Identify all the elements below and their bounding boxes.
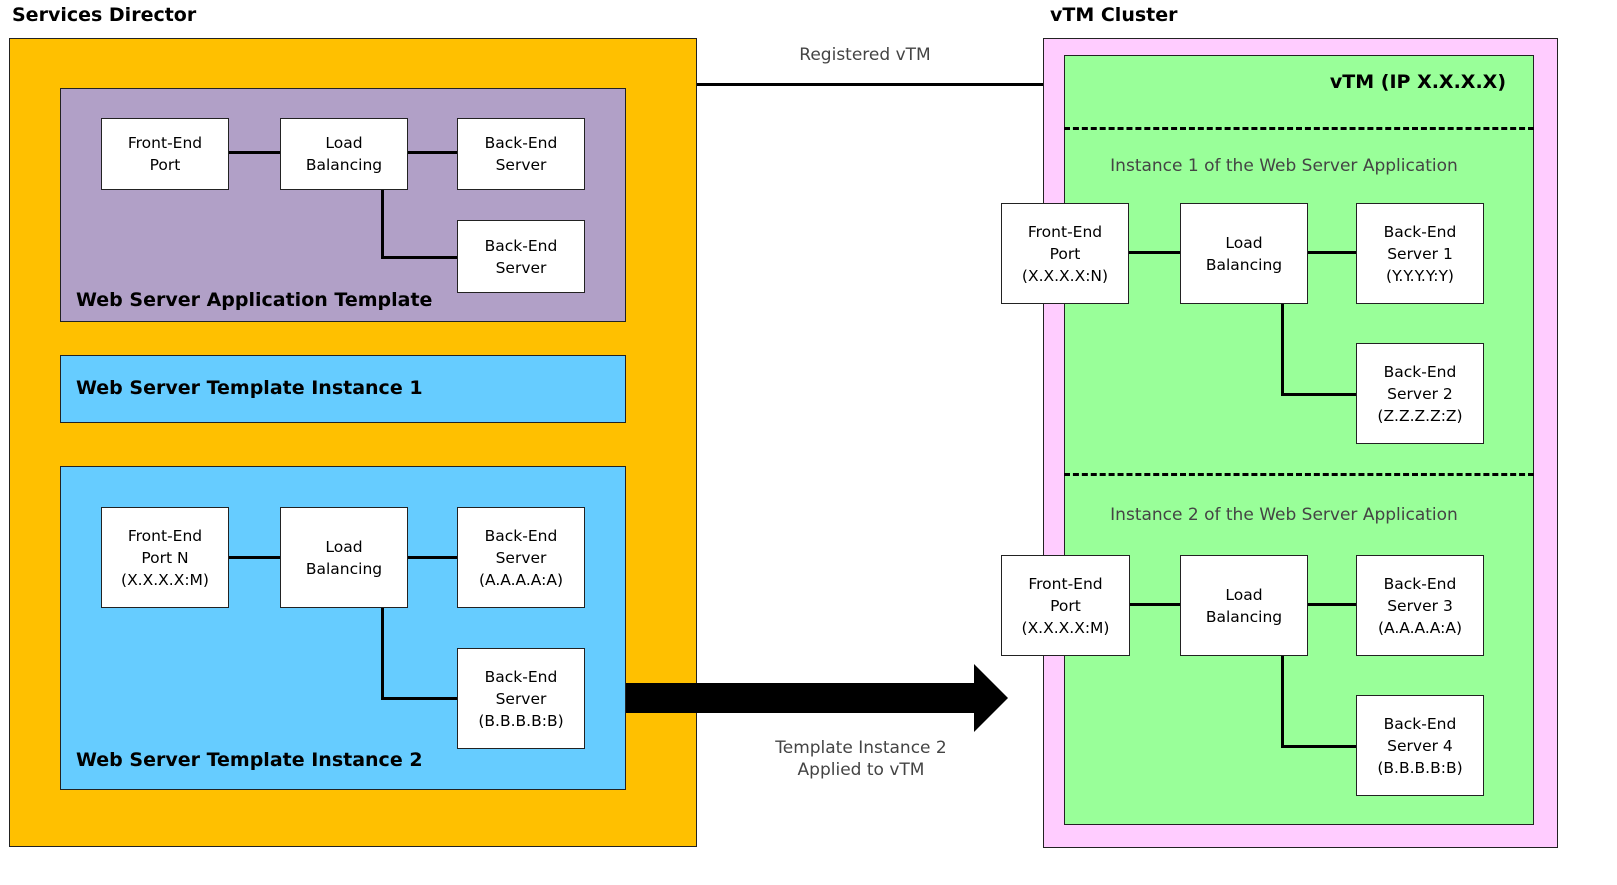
application-template-title: Web Server Application Template: [76, 289, 433, 311]
vtm-front-end-port-node: Front-End Port (X.X.X.X:N): [1001, 203, 1129, 304]
instance-2-back-end-server-node: Back-End Server (B.B.B.B:B): [457, 648, 585, 749]
vtm-back-end-server-1-node: Back-End Server 1 (Y.Y.Y.Y:Y): [1356, 203, 1484, 304]
instance-2-front-end-port-node: Front-End Port N (X.X.X.X:M): [101, 507, 229, 608]
vtm-back-end-server-4-node: Back-End Server 4 (B.B.B.B:B): [1356, 695, 1484, 796]
apply-template-arrow-label: Template Instance 2 Applied to vTM: [775, 738, 947, 780]
registered-vtm-label: Registered vTM: [799, 45, 931, 65]
vtm-title: vTM (IP X.X.X.X): [1329, 71, 1506, 93]
instance-2-load-balancing-node: Load Balancing: [280, 507, 408, 608]
connector-line: [407, 556, 458, 559]
vtm-load-balancing-node: Load Balancing: [1180, 555, 1308, 656]
template-load-balancing-node: Load Balancing: [280, 118, 408, 190]
template-back-end-server-node: Back-End Server: [457, 220, 585, 293]
connector-line: [228, 556, 281, 559]
connector-line: [1128, 251, 1181, 254]
template-instance-1-panel: Web Server Template Instance 1: [60, 355, 626, 423]
vtm-back-end-server-2-node: Back-End Server 2 (Z.Z.Z.Z:Z): [1356, 343, 1484, 444]
connector-line: [1307, 603, 1357, 606]
connector-line: [1307, 251, 1357, 254]
template-back-end-server-node: Back-End Server: [457, 118, 585, 190]
registered-vtm-link: [697, 83, 1044, 86]
instance-2-back-end-server-node: Back-End Server (A.A.A.A:A): [457, 507, 585, 608]
connector-line: [1281, 654, 1284, 748]
connector-line: [407, 151, 458, 154]
connector-line: [1129, 603, 1181, 606]
app-instance-1-label: Instance 1 of the Web Server Application: [1110, 156, 1458, 176]
connector-line: [1281, 302, 1284, 396]
connector-line: [381, 189, 384, 258]
template-front-end-port-node: Front-End Port: [101, 118, 229, 190]
vtm-cluster-heading: vTM Cluster: [1050, 4, 1178, 26]
section-divider: [1064, 473, 1534, 476]
app-instance-2-label: Instance 2 of the Web Server Application: [1110, 505, 1458, 525]
vtm-back-end-server-3-node: Back-End Server 3 (A.A.A.A:A): [1356, 555, 1484, 656]
connector-line: [1281, 393, 1357, 396]
connector-line: [228, 151, 281, 154]
connector-line: [381, 256, 458, 259]
vtm-load-balancing-node: Load Balancing: [1180, 203, 1308, 304]
connector-line: [381, 607, 384, 700]
apply-template-arrow-icon: [626, 664, 1008, 732]
vtm-front-end-port-node: Front-End Port (X.X.X.X:M): [1001, 555, 1130, 656]
services-director-heading: Services Director: [12, 4, 197, 26]
connector-line: [381, 697, 458, 700]
template-instance-1-title: Web Server Template Instance 1: [76, 377, 423, 399]
connector-line: [1281, 745, 1357, 748]
template-instance-2-title: Web Server Template Instance 2: [76, 749, 423, 771]
section-divider: [1064, 127, 1534, 130]
